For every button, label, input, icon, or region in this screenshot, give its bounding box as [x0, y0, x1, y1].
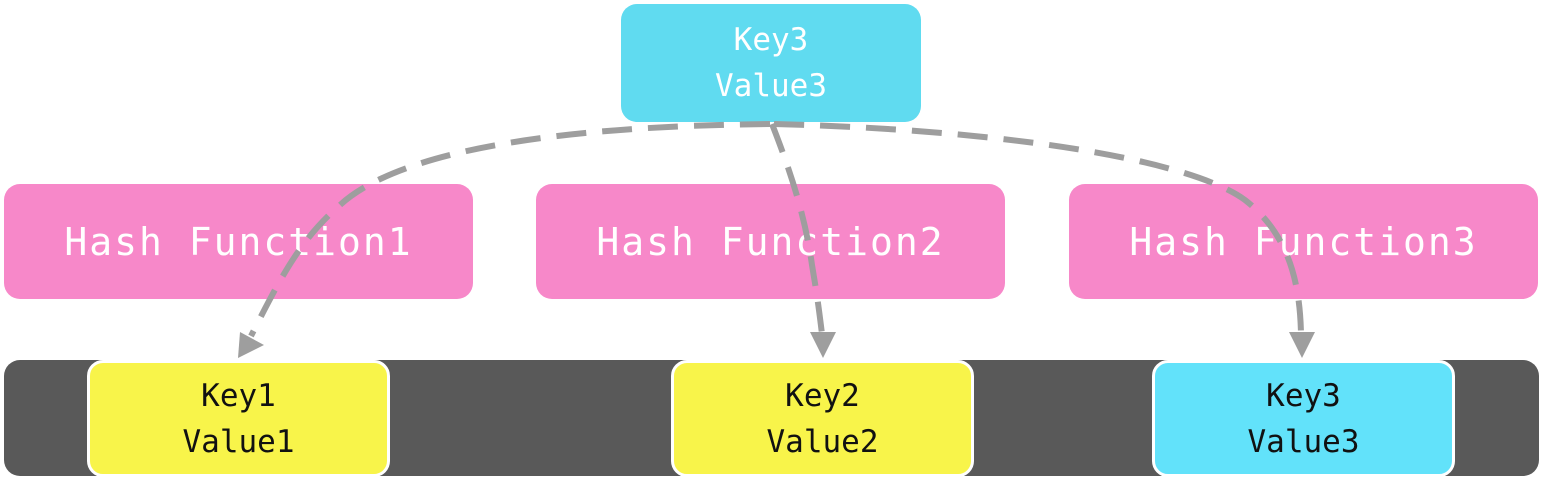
arrowhead-bucket-1 — [238, 332, 264, 358]
bucket-entry-key: Key3 — [1266, 377, 1341, 414]
hash-function-2: Hash Function2 — [536, 184, 1005, 299]
bucket-entry-value: Value1 — [182, 423, 295, 460]
input-key-value-node: Key3 Value3 — [621, 4, 921, 122]
hash-function-label: Hash Function3 — [1129, 219, 1478, 264]
hash-function-label: Hash Function1 — [64, 219, 413, 264]
bucket-entry-key: Key2 — [785, 377, 860, 414]
bucket-entry-value: Value2 — [766, 423, 879, 460]
arrowhead-bucket-2 — [810, 332, 836, 358]
arrowhead-bucket-3 — [1289, 332, 1315, 358]
input-key: Key3 — [733, 22, 809, 58]
bucket-entry-3: Key3 Value3 — [1152, 360, 1455, 477]
bucket-entry-key: Key1 — [201, 377, 276, 414]
bucket-entry-2: Key2 Value2 — [671, 360, 974, 477]
bucket-entry-1: Key1 Value1 — [87, 360, 390, 477]
hash-function-label: Hash Function2 — [596, 219, 945, 264]
input-value: Value3 — [715, 68, 827, 104]
hash-function-1: Hash Function1 — [4, 184, 473, 299]
hash-function-3: Hash Function3 — [1069, 184, 1538, 299]
bucket-entry-value: Value3 — [1247, 423, 1360, 460]
